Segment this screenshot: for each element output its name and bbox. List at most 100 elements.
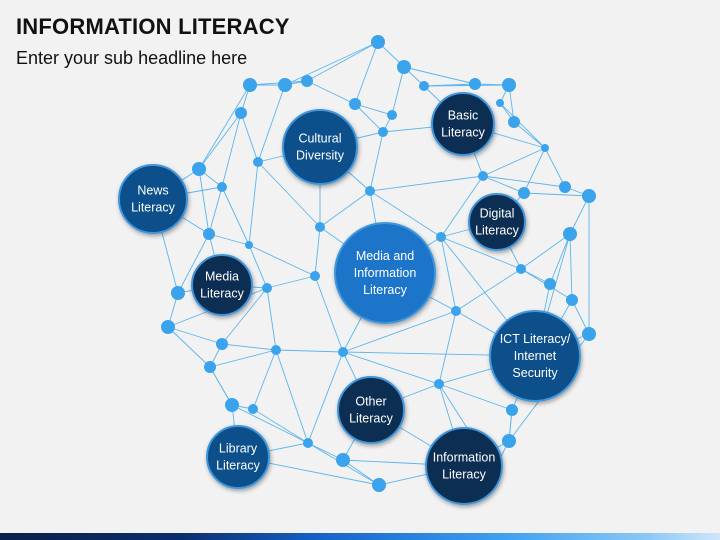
- hub-label-line: Diversity: [296, 149, 345, 163]
- network-edge: [231, 404, 309, 444]
- network-dot: [253, 157, 263, 167]
- hub-label-line: Digital: [480, 207, 515, 221]
- network-dot: [469, 78, 481, 90]
- network-dot: [161, 320, 175, 334]
- network-edge: [209, 366, 233, 406]
- network-edge: [167, 326, 223, 345]
- network-edge: [440, 175, 484, 238]
- network-edge: [438, 383, 513, 411]
- page-subtitle: Enter your sub headline here: [16, 48, 248, 68]
- hub-label-line: Literacy: [475, 224, 520, 238]
- network-dot: [502, 78, 516, 92]
- network-edge: [440, 236, 522, 270]
- network-edge: [482, 175, 525, 194]
- network-dot: [582, 327, 596, 341]
- hub-label-line: Literacy: [363, 283, 408, 297]
- network-edge: [177, 233, 210, 294]
- network-edge: [354, 103, 384, 133]
- network-dot: [502, 434, 516, 448]
- network-edge: [342, 310, 457, 353]
- network-dot: [419, 81, 429, 91]
- network-dot: [559, 181, 571, 193]
- network-dot: [397, 60, 411, 74]
- hub-label-line: Other: [355, 395, 386, 409]
- network-edge: [499, 102, 546, 149]
- network-edge: [354, 41, 379, 105]
- network-edge: [544, 147, 566, 188]
- network-dot: [303, 438, 313, 448]
- network-edge: [248, 244, 316, 277]
- hub-circle: [468, 193, 526, 251]
- network-dot: [566, 294, 578, 306]
- network-edge: [314, 275, 344, 353]
- network-dot: [225, 398, 239, 412]
- hub-label-line: Information: [433, 451, 496, 465]
- network-edge: [523, 192, 590, 197]
- network-edge: [513, 121, 546, 149]
- hub-label-line: Literacy: [349, 412, 394, 426]
- hub-label-line: Internet: [514, 349, 557, 363]
- network-dot: [310, 271, 320, 281]
- network-dot: [338, 347, 348, 357]
- network-dot: [349, 98, 361, 110]
- network-edge: [275, 349, 309, 444]
- network-dot: [315, 222, 325, 232]
- network-edge: [221, 343, 277, 351]
- network-edge: [455, 268, 522, 312]
- network-edge: [248, 161, 259, 246]
- network-edge: [438, 310, 457, 385]
- hub-label-line: Media and: [356, 249, 414, 263]
- network-edge: [342, 459, 380, 486]
- network-edge: [549, 233, 571, 285]
- hub-label-line: ICT Literacy/: [500, 332, 571, 346]
- network-edge: [306, 80, 356, 105]
- network-dot: [541, 144, 549, 152]
- network-edge: [319, 190, 371, 228]
- network-edge: [520, 233, 571, 270]
- hub-label-line: Information: [354, 266, 417, 280]
- network-dot: [387, 110, 397, 120]
- hub-label-line: Literacy: [441, 126, 486, 140]
- hub-label-line: News: [137, 184, 168, 198]
- network-edge: [252, 408, 309, 444]
- network-dot: [496, 99, 504, 107]
- network-edge: [266, 287, 277, 351]
- network-dot: [434, 379, 444, 389]
- network-edge: [198, 84, 251, 170]
- network-dot: [203, 228, 215, 240]
- network-dot: [216, 338, 228, 350]
- hub-circle: [118, 164, 188, 234]
- network-edge: [342, 351, 440, 385]
- network-dot: [518, 187, 530, 199]
- network-edge: [354, 103, 393, 116]
- network-edge: [423, 84, 510, 87]
- network-edge: [482, 175, 566, 188]
- network-edge: [209, 349, 277, 368]
- network-dot: [271, 345, 281, 355]
- hub-label-line: Library: [219, 442, 258, 456]
- network-dot: [217, 182, 227, 192]
- network-dot: [171, 286, 185, 300]
- network-edge: [208, 186, 223, 235]
- network-edge: [198, 168, 210, 235]
- network-edge: [314, 226, 321, 277]
- hub-circle: [334, 222, 436, 324]
- hub-circle: [425, 427, 503, 505]
- hub-label-line: Literacy: [200, 287, 245, 301]
- network-edge: [167, 326, 211, 368]
- network-dot: [516, 264, 526, 274]
- network-edge: [248, 244, 268, 289]
- hub-label-line: Security: [512, 366, 558, 380]
- network-edge: [221, 112, 242, 188]
- network-edge: [403, 66, 476, 85]
- network-dot: [336, 453, 350, 467]
